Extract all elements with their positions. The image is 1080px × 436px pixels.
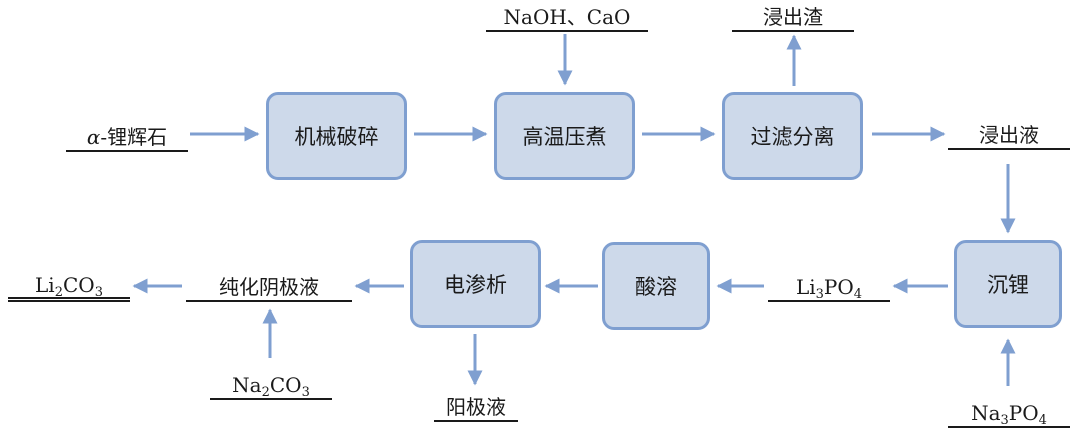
formula-subscript: 4 bbox=[1038, 413, 1047, 428]
label-na2co3: Na2CO3 bbox=[210, 372, 332, 400]
box-label: 电渗析 bbox=[444, 273, 507, 297]
label-text: -锂辉石 bbox=[100, 125, 168, 149]
box-label: 酸溶 bbox=[635, 275, 677, 299]
box-high-temp-digestion: 高温压煮 bbox=[494, 92, 635, 180]
label-li3po4: Li3PO4 bbox=[768, 274, 890, 302]
label-text: 纯化阴极液 bbox=[219, 275, 319, 299]
alpha-symbol: α bbox=[86, 125, 101, 149]
formula-subscript: 3 bbox=[94, 285, 103, 300]
label-spodumene: α-锂辉石 bbox=[66, 124, 188, 152]
label-li2co3-product: Li2CO3 bbox=[8, 272, 130, 302]
box-label: 高温压煮 bbox=[522, 125, 607, 149]
formula-part: PO bbox=[823, 275, 854, 299]
label-text: 浸出渣 bbox=[763, 5, 823, 29]
label-leachate: 浸出液 bbox=[948, 122, 1070, 150]
formula-part: Li bbox=[35, 273, 55, 297]
formula-part: Na bbox=[232, 373, 262, 397]
box-mechanical-crushing: 机械破碎 bbox=[266, 92, 407, 180]
box-lithium-precipitation: 沉锂 bbox=[954, 240, 1062, 328]
box-label: 机械破碎 bbox=[294, 125, 379, 149]
formula-subscript: 2 bbox=[54, 285, 63, 300]
label-leach-residue: 浸出渣 bbox=[732, 4, 854, 32]
box-label: 过滤分离 bbox=[750, 125, 835, 149]
label-text: 浸出液 bbox=[979, 123, 1039, 147]
label-reagents: NaOH、CaO bbox=[486, 4, 648, 32]
box-label: 沉锂 bbox=[987, 273, 1029, 297]
formula-part: CO bbox=[269, 373, 302, 397]
box-acid-dissolution: 酸溶 bbox=[602, 242, 710, 330]
label-purified-catholyte: 纯化阴极液 bbox=[186, 274, 352, 302]
formula-subscript: 3 bbox=[301, 385, 310, 400]
formula-subscript: 4 bbox=[853, 287, 863, 302]
formula-subscript: 2 bbox=[261, 385, 270, 400]
formula-subscript: 3 bbox=[1000, 413, 1009, 428]
label-text: 阳极液 bbox=[446, 395, 506, 419]
formula-part: Na bbox=[971, 401, 1001, 425]
formula-part: Li bbox=[795, 275, 816, 299]
formula-part: CO bbox=[62, 273, 95, 297]
label-anolyte: 阳极液 bbox=[434, 394, 518, 422]
formula-subscript: 3 bbox=[815, 287, 824, 302]
label-text: NaOH、CaO bbox=[503, 5, 631, 29]
box-electrodialysis: 电渗析 bbox=[410, 240, 541, 328]
box-filtration: 过滤分离 bbox=[722, 92, 863, 180]
label-na3po4: Na3PO4 bbox=[948, 400, 1070, 428]
formula-part: PO bbox=[1008, 401, 1039, 425]
